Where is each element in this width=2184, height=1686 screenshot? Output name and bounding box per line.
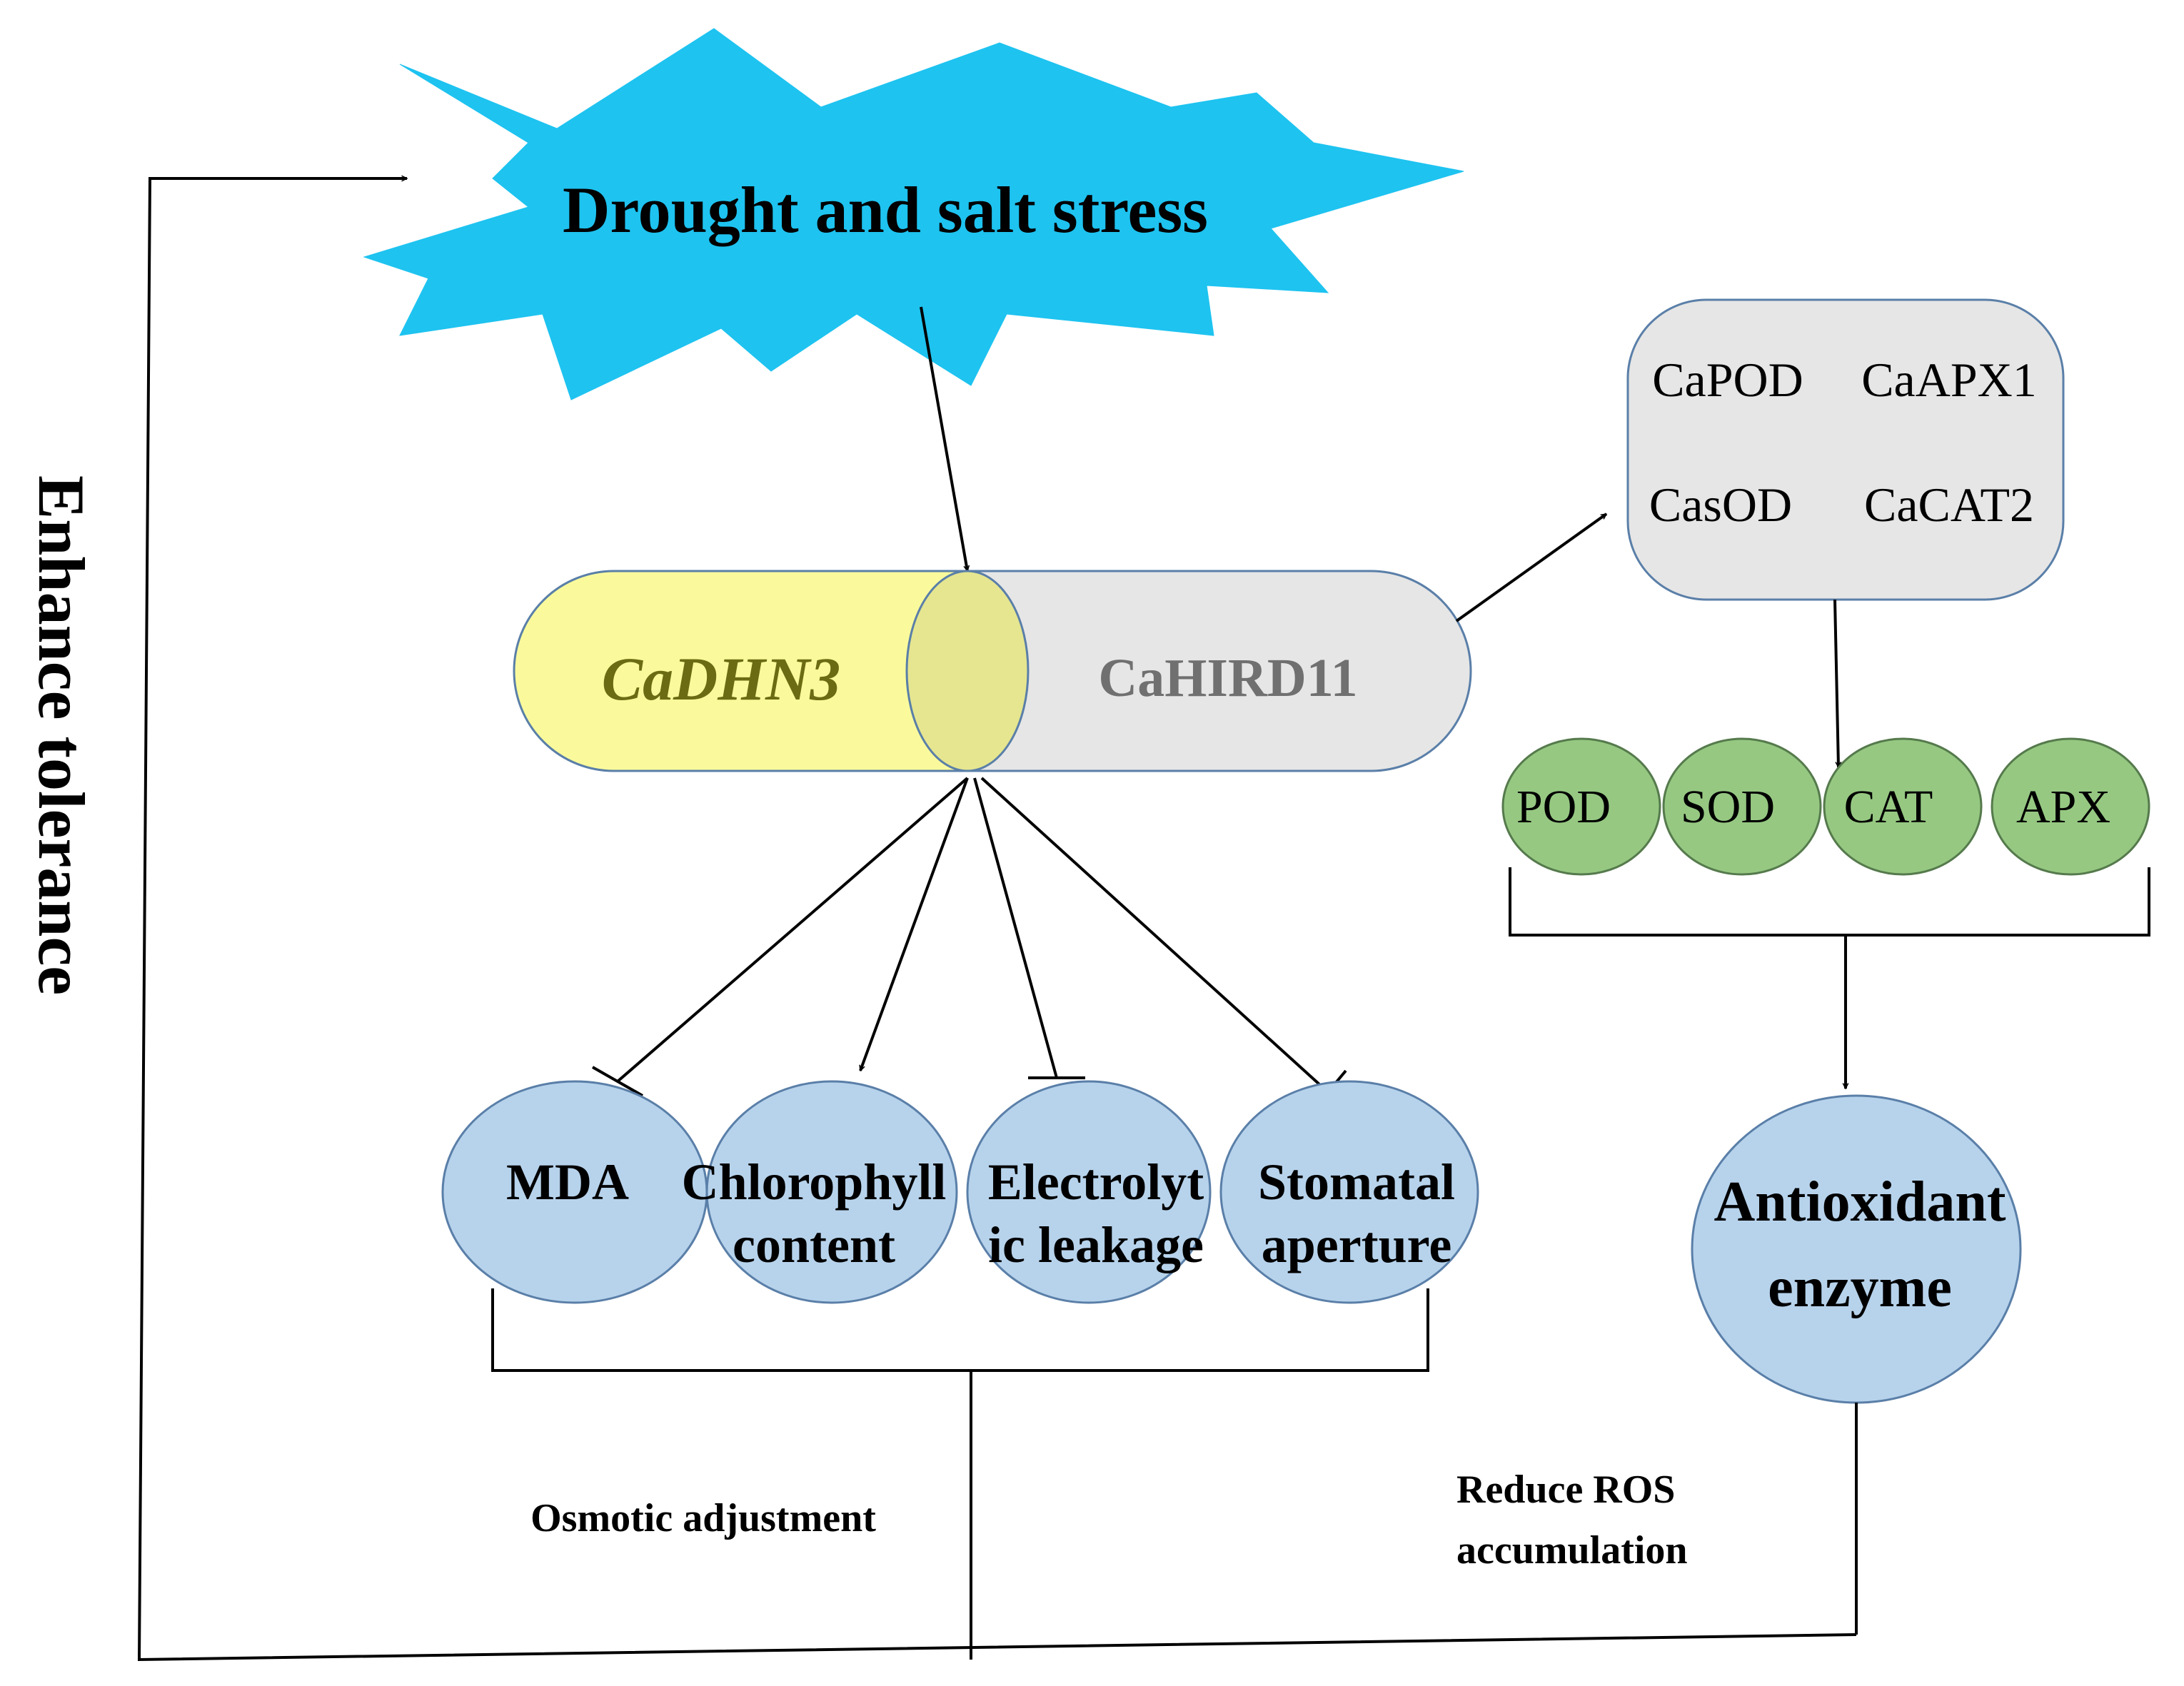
mda-label: MDA (506, 1154, 629, 1211)
gene-cacat2: CaCAT2 (1864, 478, 2034, 532)
antioxidant-line-2: enzyme (1768, 1256, 1952, 1319)
osmotic-adjustment-label: Osmotic adjustment (530, 1496, 876, 1540)
mda-inhibit-bar (592, 1066, 643, 1097)
electrolytic-label-2: ic leakage (988, 1216, 1204, 1273)
enzyme-apx-label: APX (2016, 781, 2110, 833)
chlorophyll-label-1: Chlorophyll (682, 1154, 947, 1211)
physiology-bracket (491, 1288, 1429, 1372)
antioxidant-enzyme-circle (1691, 1094, 2022, 1404)
complex-to-stomatal-inhibit (980, 777, 1329, 1094)
stomatal-circle (1219, 1080, 1479, 1304)
stomatal-label-1: Stomatal (1258, 1154, 1455, 1211)
enzyme-apx (1991, 737, 2150, 876)
stress-starburst (363, 28, 1464, 400)
complex-overlap (905, 570, 1030, 772)
genes-to-enzymes-arrow (1833, 599, 1838, 767)
enzyme-sod (1662, 737, 1822, 876)
stress-to-complex-arrow (920, 306, 967, 571)
enzyme-sod-label: SOD (1681, 781, 1775, 833)
complex-to-chlorophyll-arrow (859, 777, 969, 1071)
stomatal-label-2: aperture (1262, 1216, 1452, 1273)
complex-to-genes-arrow (1455, 513, 1606, 622)
enzyme-pod-label: POD (1516, 781, 1611, 833)
enzyme-bracket (1509, 867, 2150, 937)
target-genes-box (1626, 298, 2065, 601)
enzyme-cat-label: CAT (1844, 781, 1933, 833)
electrolytic-circle (966, 1080, 1212, 1304)
cadhn3-label: CaDHN3 (602, 645, 840, 713)
gene-caapx1: CaAPX1 (1861, 353, 2037, 407)
ros-label-2: accumulation (1456, 1528, 1688, 1573)
gene-casod: CasOD (1649, 478, 1792, 532)
stress-label: Drought and salt stress (563, 173, 1208, 246)
cahird11-capsule (966, 570, 1472, 772)
chlorophyll-circle (705, 1080, 958, 1304)
enzyme-cat (1823, 737, 1983, 876)
cahird11-label: CaHIRD11 (1098, 648, 1357, 708)
feedback-loop-line (137, 178, 1857, 1662)
chlorophyll-label-2: content (733, 1216, 895, 1273)
complex-to-mda-inhibit (616, 777, 969, 1083)
cadhn3-capsule (513, 570, 969, 772)
electrolytic-label-1: Electrolyt (988, 1154, 1204, 1211)
enzyme-pod (1501, 737, 1661, 876)
enhance-tolerance-label: Enhance tolerance (25, 475, 98, 995)
complex-to-electrolytic-inhibit (973, 777, 1058, 1079)
gene-capod: CaPOD (1652, 353, 1803, 407)
ros-label-1: Reduce ROS (1456, 1468, 1675, 1512)
antioxidant-line-1: Antioxidant (1714, 1171, 2006, 1233)
